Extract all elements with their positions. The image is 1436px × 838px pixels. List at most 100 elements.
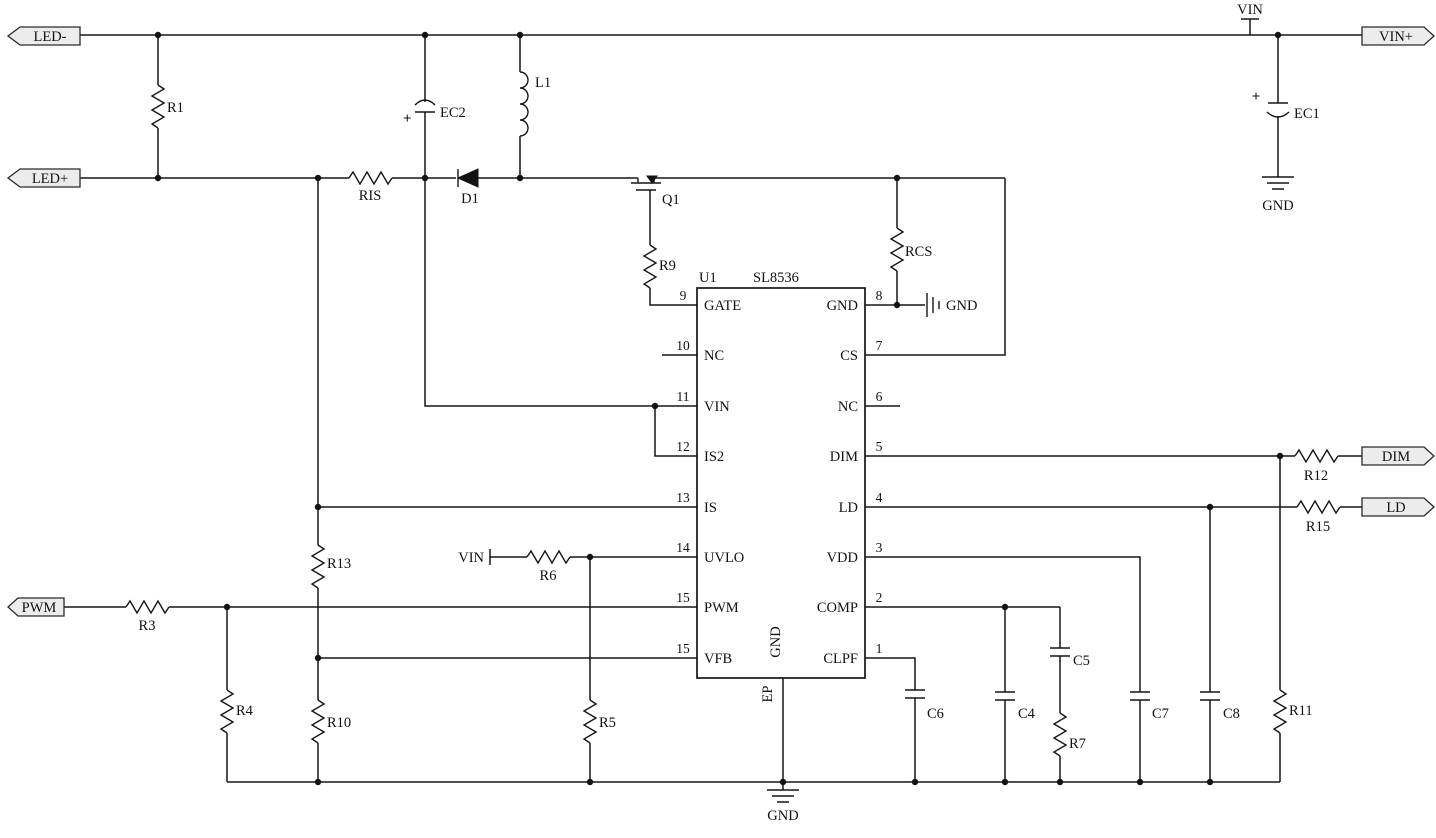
ic-u1-body bbox=[696, 287, 866, 679]
capacitor-c8-symbol bbox=[1200, 691, 1220, 701]
resistor-r1-symbol bbox=[150, 84, 166, 129]
connector-ld bbox=[1361, 497, 1435, 517]
pin-cs-label: CS bbox=[840, 348, 858, 364]
gnd-symbol-ec1 bbox=[1262, 176, 1294, 190]
resistor-r7-symbol bbox=[1052, 712, 1068, 757]
ic-pad-gnd-label: GND bbox=[768, 626, 784, 657]
pin-num-10: 10 bbox=[676, 338, 690, 353]
capacitor-ec2-symbol bbox=[414, 99, 436, 113]
pin-is2-label: IS2 bbox=[704, 449, 724, 465]
pin-ld-label: LD bbox=[839, 500, 858, 516]
gnd-symbol-pin8 bbox=[926, 293, 940, 317]
r4-label: R4 bbox=[236, 703, 254, 719]
ic-ep-label: EP bbox=[760, 686, 776, 703]
r11-label: R11 bbox=[1289, 703, 1313, 719]
resistor-r5-symbol bbox=[582, 699, 598, 744]
net-wires bbox=[64, 18, 1362, 790]
connector-pwm bbox=[7, 597, 65, 617]
r13-label: R13 bbox=[327, 556, 351, 572]
ec1-label: EC1 bbox=[1294, 106, 1320, 122]
l1-label: L1 bbox=[535, 75, 551, 91]
r6-label: R6 bbox=[540, 568, 557, 584]
connector-led-plus bbox=[6, 168, 81, 188]
mosfet-q1-symbol bbox=[631, 178, 661, 191]
pin-gate-label: GATE bbox=[704, 298, 741, 314]
r10-label: R10 bbox=[327, 715, 351, 731]
pin-nc6-label: NC bbox=[838, 399, 858, 415]
resistor-r15-symbol bbox=[1296, 499, 1341, 515]
resistor-r4-symbol bbox=[219, 689, 235, 734]
connector-dim-label: DIM bbox=[1382, 449, 1410, 465]
connector-led-minus-label: LED- bbox=[33, 29, 66, 45]
pin-is-label: IS bbox=[704, 500, 717, 516]
resistor-r3-symbol bbox=[125, 599, 170, 615]
connector-led-minus bbox=[6, 26, 81, 46]
gnd-symbol-bottom bbox=[767, 789, 799, 803]
gnd-ec1-label: GND bbox=[1262, 198, 1293, 214]
pin-vdd-label: VDD bbox=[827, 550, 858, 566]
resistor-r12-symbol bbox=[1294, 448, 1339, 464]
d1-label: D1 bbox=[461, 191, 479, 207]
ec2-label: EC2 bbox=[440, 105, 466, 121]
connector-led-plus-label: LED+ bbox=[32, 171, 68, 187]
pin-dim-label: DIM bbox=[830, 449, 858, 465]
pin-gnd-label: GND bbox=[827, 298, 858, 314]
capacitor-c4-symbol bbox=[995, 691, 1015, 701]
connector-vin-plus bbox=[1361, 26, 1435, 46]
pin-vin-label: VIN bbox=[704, 399, 730, 415]
pin-num-1: 1 bbox=[876, 641, 883, 656]
c5-label: C5 bbox=[1073, 653, 1090, 669]
r3-label: R3 bbox=[139, 618, 156, 634]
ec1-plus-sign: + bbox=[1252, 89, 1261, 105]
c8-label: C8 bbox=[1223, 706, 1240, 722]
inductor-l1-symbol bbox=[519, 71, 529, 137]
r9-label: R9 bbox=[659, 258, 676, 274]
connector-ld-label: LD bbox=[1386, 500, 1405, 516]
capacitor-ec1-symbol bbox=[1266, 102, 1290, 118]
mosfet-q1-arrow bbox=[646, 175, 658, 184]
rcs-label: RCS bbox=[905, 244, 932, 260]
pin-num-9: 9 bbox=[680, 288, 687, 303]
resistor-r9-symbol bbox=[642, 244, 658, 289]
vin-top-label: VIN bbox=[1237, 2, 1263, 18]
pin-num-11: 11 bbox=[677, 389, 690, 404]
pin-num-7: 7 bbox=[876, 338, 883, 353]
pin-comp-label: COMP bbox=[817, 600, 858, 616]
gnd-bottom-label: GND bbox=[767, 808, 798, 824]
resistor-r6-symbol bbox=[526, 549, 571, 565]
resistor-r11-symbol bbox=[1272, 689, 1288, 734]
pin-num-15-vfb: 15 bbox=[676, 641, 690, 656]
c4-label: C4 bbox=[1018, 706, 1036, 722]
c7-label: C7 bbox=[1152, 706, 1169, 722]
pin-num-4: 4 bbox=[876, 490, 883, 505]
resistor-rcs-symbol bbox=[889, 227, 905, 272]
pin-num-5: 5 bbox=[876, 439, 883, 454]
pin-num-13: 13 bbox=[676, 490, 690, 505]
pin-num-12: 12 bbox=[676, 439, 690, 454]
r15-label: R15 bbox=[1306, 519, 1330, 535]
gnd-pin8-label: GND bbox=[946, 298, 977, 314]
ic-part-label: SL8536 bbox=[753, 270, 799, 286]
pin-pwm-label: PWM bbox=[704, 600, 739, 616]
pin-num-14: 14 bbox=[676, 540, 690, 555]
r1-label: R1 bbox=[167, 100, 184, 116]
c6-label: C6 bbox=[927, 706, 944, 722]
pin-num-15-pwm: 15 bbox=[676, 590, 690, 605]
ec2-plus-sign: + bbox=[403, 111, 412, 127]
connector-vin-plus-label: VIN+ bbox=[1379, 29, 1413, 45]
capacitor-c7-symbol bbox=[1130, 691, 1150, 701]
ris-label: RIS bbox=[359, 188, 382, 204]
pin-vfb-label: VFB bbox=[704, 651, 732, 667]
r5-label: R5 bbox=[599, 715, 616, 731]
ic-ref-label: U1 bbox=[699, 270, 717, 286]
resistor-r13-symbol bbox=[310, 544, 326, 589]
r12-label: R12 bbox=[1304, 468, 1328, 484]
pin-clpf-label: CLPF bbox=[823, 651, 858, 667]
pin-uvlo-label: UVLO bbox=[704, 550, 744, 566]
resistor-ris-symbol bbox=[348, 170, 393, 186]
pin-num-2: 2 bbox=[876, 590, 883, 605]
q1-label: Q1 bbox=[662, 192, 680, 208]
pin-num-3: 3 bbox=[876, 540, 883, 555]
